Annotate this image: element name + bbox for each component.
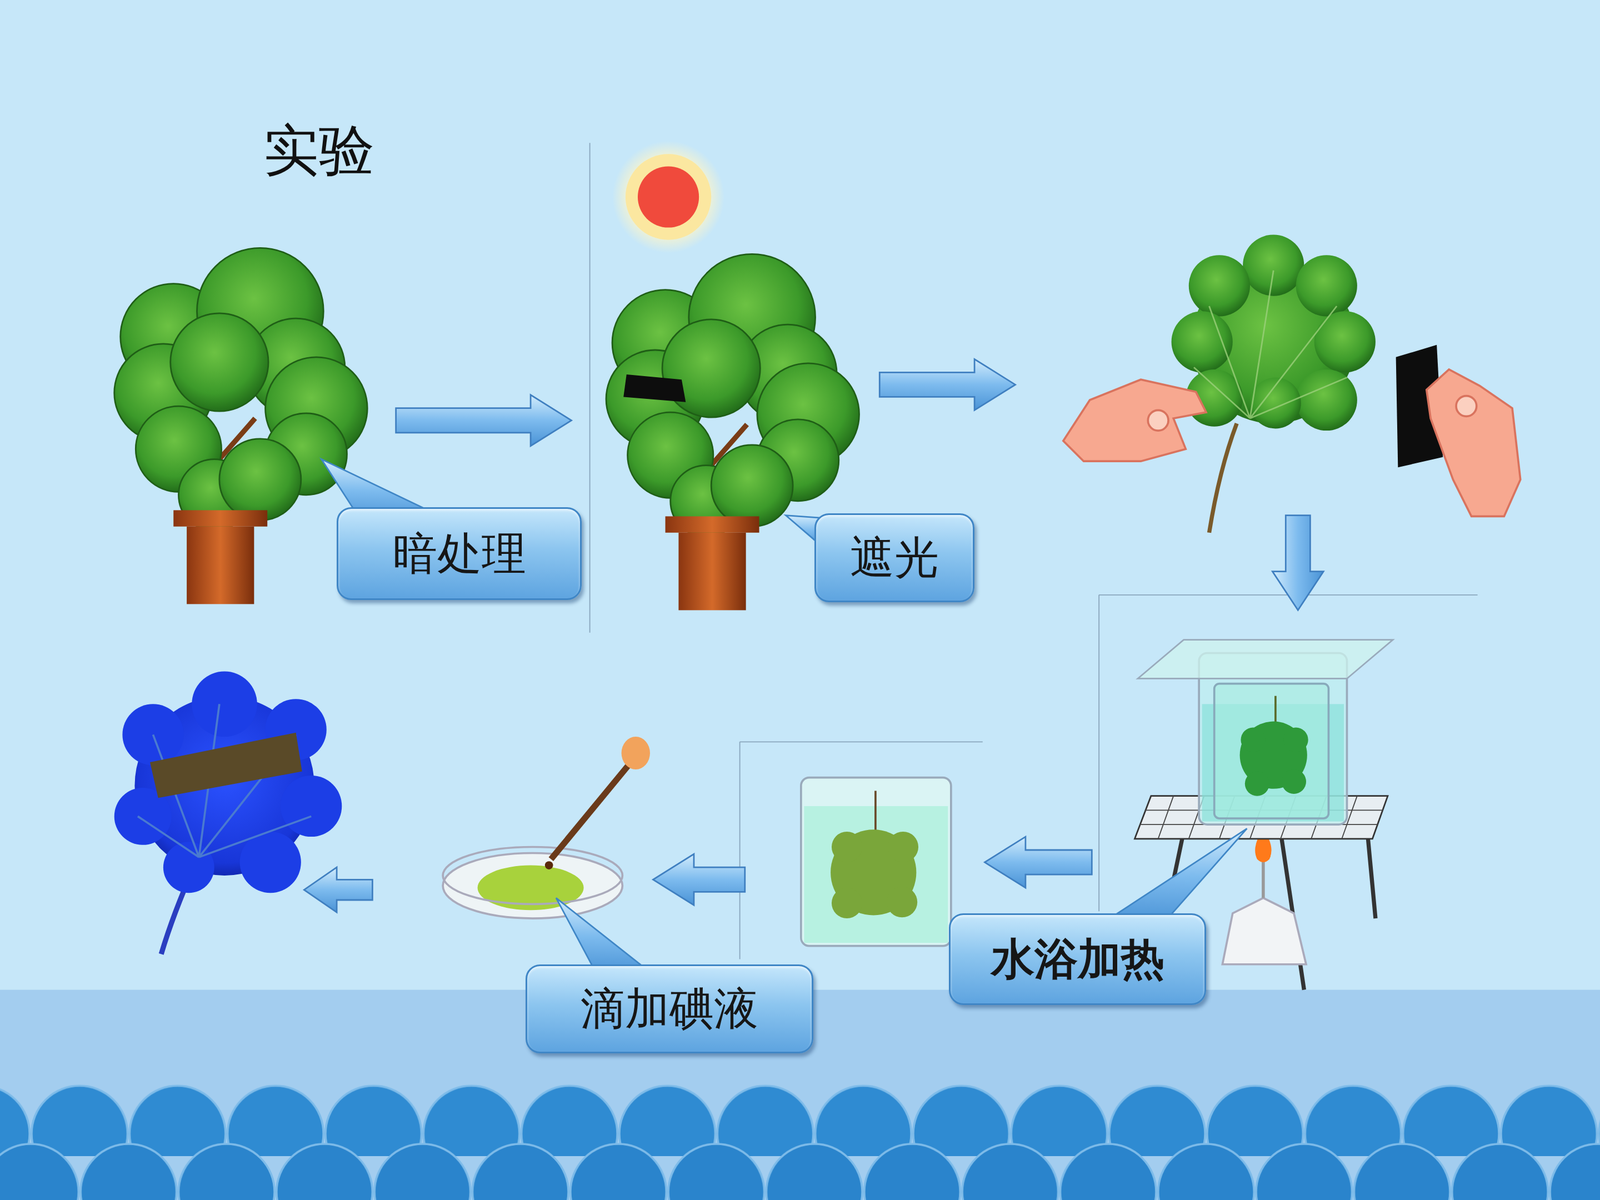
plant-dark	[114, 247, 368, 604]
diagram-title: 实验	[263, 117, 375, 185]
frame-lines	[739, 741, 741, 959]
process-arrow	[653, 853, 745, 905]
sun	[612, 140, 725, 253]
stained-leaf	[150, 732, 303, 799]
leaf-and-hands	[1314, 311, 1376, 373]
sun	[637, 166, 699, 228]
process-arrow	[303, 867, 373, 913]
water-bath	[1367, 831, 1376, 919]
callout-tail	[321, 459, 1248, 975]
callout-box: 水浴加热	[948, 913, 1207, 1005]
callout-box: 滴加碘液	[525, 964, 814, 1054]
process-arrow	[1272, 515, 1324, 611]
frame-lines	[740, 741, 983, 743]
ground-band	[0, 1142, 1600, 1200]
callout-tail	[1102, 828, 1248, 924]
frame-lines	[1098, 595, 1100, 912]
petri-dish	[442, 853, 623, 919]
sun	[625, 153, 712, 240]
callout-text: 遮光	[850, 531, 939, 585]
alcohol-beaker	[886, 886, 918, 918]
alcohol-beaker	[887, 831, 919, 863]
stained-leaf	[240, 831, 302, 893]
leaf-and-hands	[1188, 255, 1250, 317]
callout-tail	[556, 897, 653, 975]
leaf-and-hands	[1193, 270, 1348, 419]
process-arrow	[303, 359, 1324, 913]
water-bath	[1222, 897, 1307, 964]
petri-dish	[442, 846, 623, 904]
process-arrow	[879, 359, 1015, 411]
leaf-and-hands	[1171, 311, 1233, 373]
leaf-and-hands	[1209, 423, 1238, 533]
leaf-and-hands	[1456, 396, 1477, 417]
water-bath	[1240, 727, 1265, 753]
process-arrow	[984, 836, 1092, 888]
leaf-and-hands	[1063, 234, 1521, 533]
callout-box: 遮光	[814, 513, 975, 603]
callout-box: 暗处理	[336, 507, 582, 600]
process-arrow	[396, 395, 572, 447]
water-bath	[1214, 683, 1329, 819]
petri-dish	[545, 861, 554, 870]
alcohol-beaker	[831, 831, 863, 863]
black-paper	[623, 374, 686, 403]
petri-dish	[442, 736, 650, 919]
frame-lines	[590, 142, 1478, 959]
alcohol-beaker	[874, 790, 877, 832]
stained-leaf	[114, 671, 343, 955]
frame-lines	[589, 142, 591, 633]
water-bath	[1281, 769, 1307, 794]
callout-text: 暗处理	[392, 527, 527, 581]
water-bath	[1261, 857, 1265, 898]
water-bath	[1283, 727, 1309, 753]
water-bath	[1245, 771, 1270, 797]
leaf-and-hands	[1063, 379, 1207, 462]
water-bath	[1137, 640, 1393, 679]
sun	[612, 140, 725, 253]
callout-text: 水浴加热	[991, 933, 1165, 986]
petri-dish	[621, 736, 650, 770]
alcohol-beaker	[801, 777, 952, 947]
alcohol-beaker	[831, 887, 863, 919]
callout-text: 滴加碘液	[580, 982, 759, 1036]
stained-leaf	[280, 775, 342, 837]
alcohol-beaker	[801, 777, 952, 947]
leaf-and-hands	[1426, 369, 1521, 517]
petri-dish	[551, 760, 633, 859]
stained-leaf	[191, 671, 258, 738]
leaf-and-hands	[1296, 369, 1358, 431]
leaf-and-hands	[1296, 255, 1358, 317]
leaf-and-hands	[1242, 234, 1304, 296]
leaf-and-hands	[1147, 410, 1169, 431]
stained-leaf	[137, 703, 312, 858]
